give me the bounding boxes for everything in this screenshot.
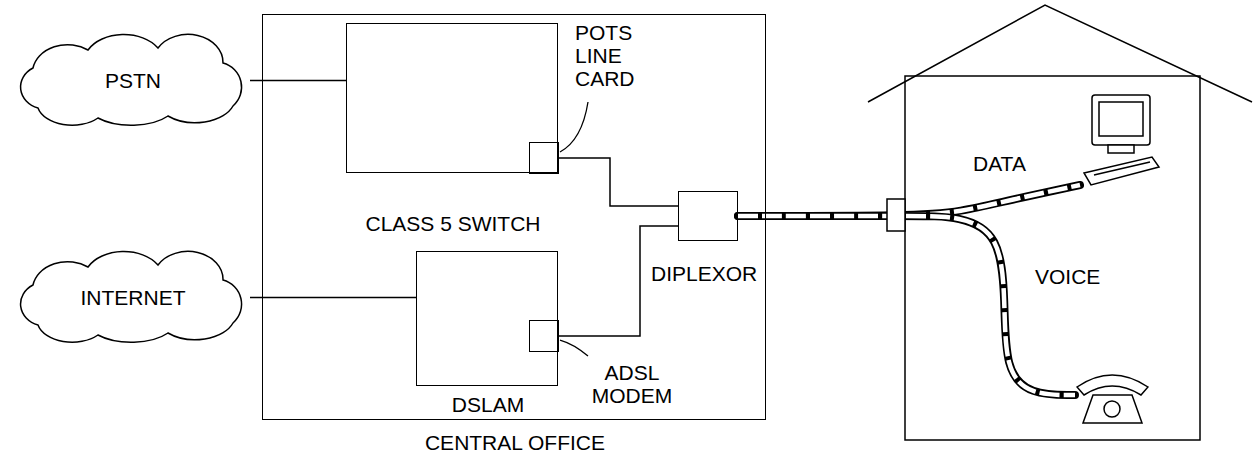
dslam-box: DSLAMADSL MODEM: [416, 251, 558, 386]
part-label: VOICE: [1035, 265, 1100, 288]
wall-jack: [887, 199, 905, 231]
switch-box: CLASS 5 SWITCHPOTS LINE CARD: [346, 23, 558, 173]
network-name: PSTN: [8, 38, 258, 123]
cloud-network: PSTN: [8, 38, 258, 123]
part-label: CENTRAL OFFICE: [263, 431, 767, 454]
building-box: CENTRAL OFFICECLASS 5 SWITCHPOTS LINE CA…: [262, 14, 766, 420]
twisted-pair-cable: [738, 185, 1080, 216]
network-name: INTERNET: [8, 255, 258, 340]
leader-line: [560, 340, 588, 356]
modem-card: ADSL MODEM: [529, 320, 559, 352]
connection-line: [559, 158, 678, 206]
house-roof: [868, 5, 1252, 102]
house-walls: [905, 76, 1200, 440]
twisted-pair-cable: [738, 216, 1075, 395]
phone-icon: VOICE: [1075, 365, 1150, 425]
telephone-drawing: [1075, 365, 1150, 425]
connection-line: [250, 297, 416, 298]
computer-icon: DATA: [1080, 95, 1160, 195]
cloud-network: INTERNET: [8, 255, 258, 340]
line-card: POTS LINE CARD: [529, 142, 559, 174]
computer-drawing: [1080, 95, 1160, 195]
house-outline: [868, 5, 1252, 440]
part-label: DATA: [973, 152, 1026, 175]
diplexor-box: DIPLEXOR: [678, 191, 738, 241]
part-label: ADSL MODEM: [586, 361, 678, 407]
leader-line: [560, 102, 588, 152]
part-label: DSLAM: [397, 393, 579, 416]
part-label: POTS LINE CARD: [575, 21, 647, 90]
part-label: CLASS 5 SWITCH: [287, 212, 619, 235]
connection-line: [250, 80, 346, 81]
part-label: DIPLEXOR: [651, 262, 757, 285]
